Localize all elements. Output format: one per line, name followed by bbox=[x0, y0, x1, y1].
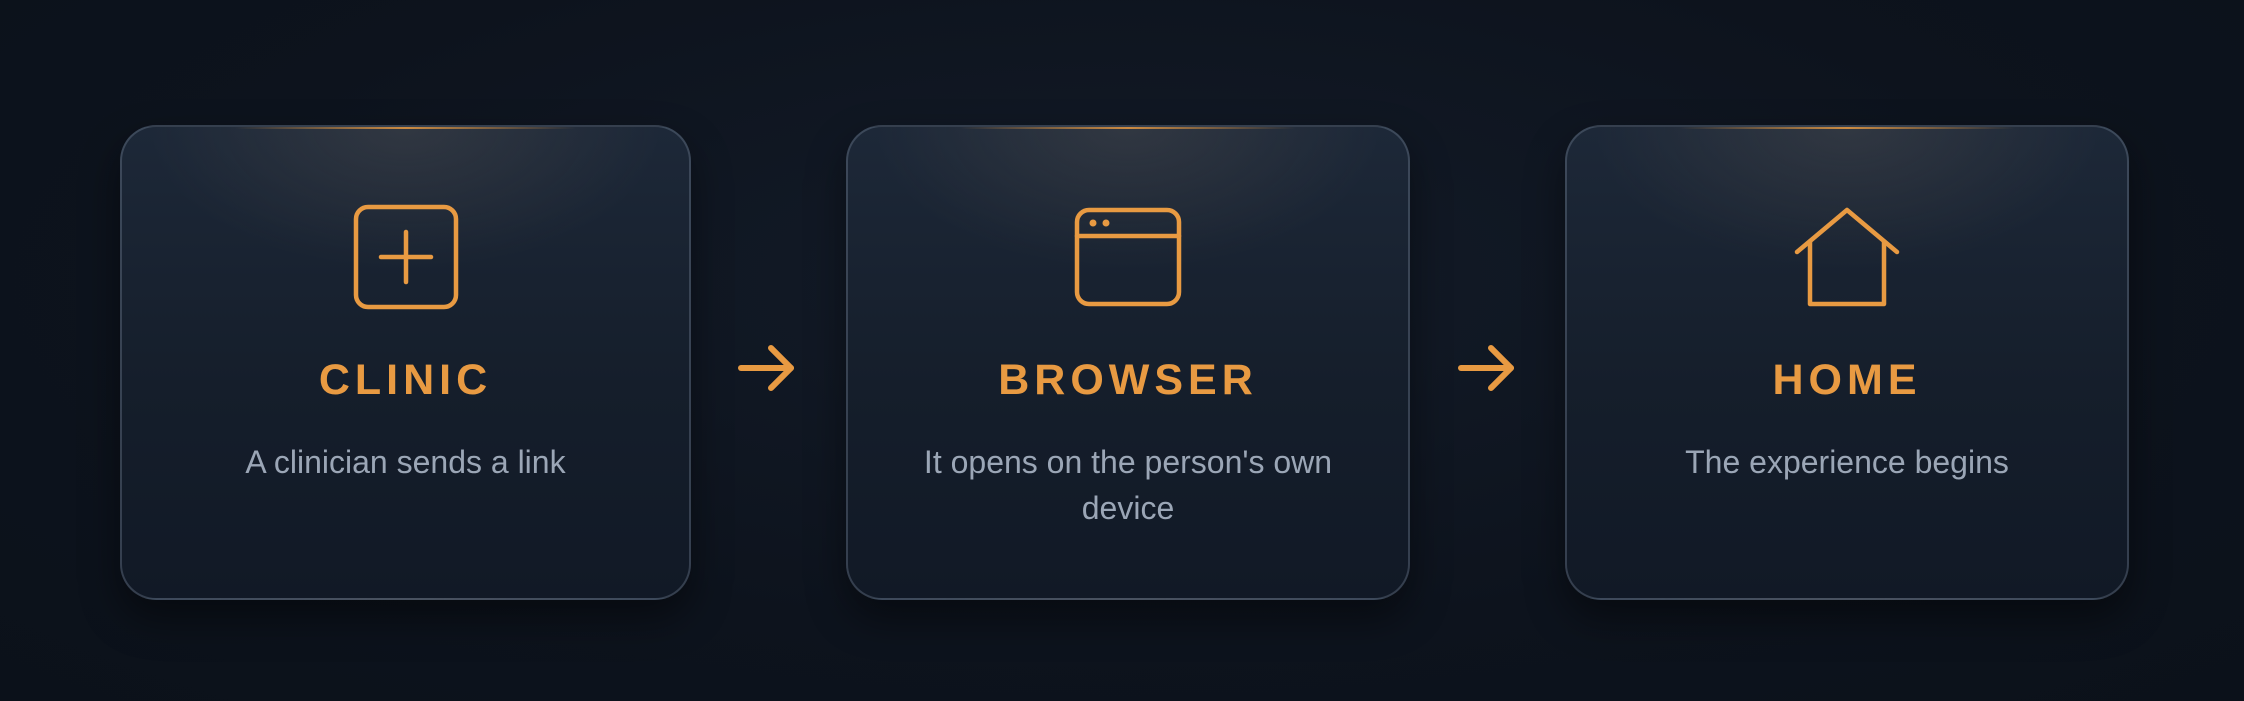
house-icon bbox=[1792, 202, 1902, 312]
arrow-right-icon bbox=[735, 336, 799, 400]
step-title: CLINIC bbox=[318, 356, 493, 404]
step-description: A clinician sends a link bbox=[245, 444, 566, 480]
step-card-clinic: CLINIC A clinician sends a link bbox=[120, 125, 691, 600]
step-title: HOME bbox=[1772, 356, 1922, 404]
medical-plus-square-icon bbox=[351, 202, 461, 312]
step-card-browser: BROWSER It opens on the person's own dev… bbox=[846, 125, 1410, 600]
step-description: It opens on the person's own device bbox=[923, 444, 1333, 526]
browser-window-icon bbox=[1073, 202, 1183, 312]
step-title: BROWSER bbox=[998, 356, 1258, 404]
step-description: The experience begins bbox=[1685, 444, 2009, 480]
arrow-right-icon bbox=[1455, 336, 1519, 400]
step-card-home: HOME The experience begins bbox=[1565, 125, 2129, 600]
